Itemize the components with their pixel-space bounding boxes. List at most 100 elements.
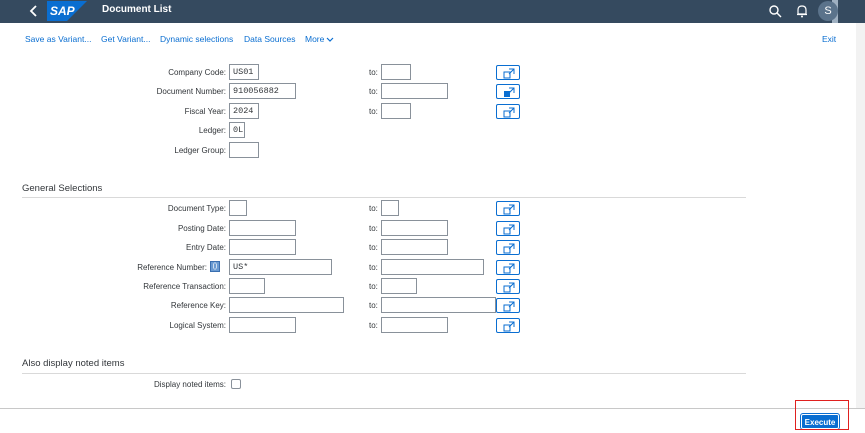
ledger-group-label: Ledger Group: bbox=[174, 146, 226, 155]
document-number-row: Document Number: bbox=[0, 83, 226, 99]
exit-button[interactable]: Exit bbox=[822, 34, 837, 44]
fiscal-year-row: Fiscal Year: bbox=[0, 103, 226, 119]
get-variant-button[interactable]: Get Variant... bbox=[101, 34, 151, 44]
document-number-label: Document Number: bbox=[156, 87, 226, 96]
multiple-selection-icon bbox=[503, 282, 515, 293]
sap-logo: SAP bbox=[47, 1, 87, 21]
document-type-to-input[interactable] bbox=[381, 200, 399, 216]
noted-items-title: Also display noted items bbox=[22, 358, 125, 369]
data-sources-button[interactable]: Data Sources bbox=[244, 34, 296, 44]
ledger-group-input[interactable] bbox=[229, 142, 259, 158]
company-code-from-input[interactable]: US01 bbox=[229, 64, 259, 80]
save-as-variant-button[interactable]: Save as Variant... bbox=[25, 34, 92, 44]
document-type-to-label: to: bbox=[369, 204, 378, 213]
logical-system-row: Logical System: bbox=[0, 317, 226, 333]
reference-transaction-from-input[interactable] bbox=[229, 278, 265, 294]
logical-system-to-label: to: bbox=[369, 321, 378, 330]
document-number-from-input[interactable]: 910056882 bbox=[229, 83, 296, 99]
chevron-down-icon bbox=[326, 37, 334, 42]
reference-number-to-input[interactable] bbox=[381, 259, 484, 275]
footer-divider bbox=[0, 408, 865, 409]
search-icon[interactable] bbox=[768, 4, 782, 18]
reference-key-multiple-selection-button[interactable] bbox=[496, 298, 520, 313]
multiple-selection-icon bbox=[503, 107, 515, 118]
logical-system-from-input[interactable] bbox=[229, 317, 296, 333]
reference-transaction-multiple-selection-button[interactable] bbox=[496, 279, 520, 294]
document-number-multiple-selection-button[interactable] bbox=[496, 84, 520, 99]
ledger-label: Ledger: bbox=[198, 126, 226, 135]
posting-date-row: Posting Date: bbox=[0, 220, 226, 236]
execute-highlight-box bbox=[795, 400, 849, 430]
back-icon[interactable] bbox=[27, 3, 41, 19]
reference-key-row: Reference Key: bbox=[0, 297, 226, 313]
posting-date-to-label: to: bbox=[369, 224, 378, 233]
entry-date-multiple-selection-button[interactable] bbox=[496, 240, 520, 255]
fiscal-year-to-input[interactable] bbox=[381, 103, 411, 119]
reference-key-to-label: to: bbox=[369, 301, 378, 310]
dynamic-selections-button[interactable]: Dynamic selections bbox=[160, 34, 234, 44]
logical-system-to-input[interactable] bbox=[381, 317, 448, 333]
noted-items-divider bbox=[22, 373, 746, 374]
page-title: Document List bbox=[102, 4, 172, 15]
sap-logo-text: SAP bbox=[50, 4, 76, 18]
reference-key-label: Reference Key: bbox=[170, 301, 226, 310]
document-type-from-input[interactable] bbox=[229, 200, 247, 216]
fiscal-year-from-input[interactable]: 2024 bbox=[229, 103, 259, 119]
multiple-selection-icon bbox=[503, 68, 515, 79]
company-code-to-label: to: bbox=[369, 68, 378, 77]
reference-transaction-to-input[interactable] bbox=[381, 278, 417, 294]
reference-transaction-label: Reference Transaction: bbox=[143, 282, 226, 291]
document-number-to-input[interactable] bbox=[381, 83, 448, 99]
reference-number-to-label: to: bbox=[369, 263, 378, 272]
more-label: More bbox=[305, 34, 325, 44]
ledger-group-row: Ledger Group: bbox=[0, 142, 226, 158]
posting-date-to-input[interactable] bbox=[381, 220, 448, 236]
selection-option-icon[interactable]: () bbox=[210, 261, 220, 272]
fiscal-year-multiple-selection-button[interactable] bbox=[496, 104, 520, 119]
avatar[interactable]: S bbox=[818, 1, 838, 21]
scrollbar[interactable] bbox=[856, 23, 865, 408]
company-code-multiple-selection-button[interactable] bbox=[496, 65, 520, 80]
entry-date-to-input[interactable] bbox=[381, 239, 448, 255]
entry-date-row: Entry Date: bbox=[0, 239, 226, 255]
multiple-selection-icon bbox=[503, 204, 515, 215]
ledger-row: Ledger: bbox=[0, 122, 226, 138]
more-button[interactable]: More bbox=[305, 34, 334, 44]
document-type-row: Document Type: bbox=[0, 200, 226, 216]
posting-date-multiple-selection-button[interactable] bbox=[496, 221, 520, 236]
reference-number-multiple-selection-button[interactable] bbox=[496, 260, 520, 275]
posting-date-label: Posting Date: bbox=[177, 224, 226, 233]
reference-number-from-input[interactable]: US* bbox=[229, 259, 332, 275]
company-code-to-input[interactable] bbox=[381, 64, 411, 80]
entry-date-from-input[interactable] bbox=[229, 239, 296, 255]
multiple-selection-icon bbox=[503, 321, 515, 332]
general-selections-divider bbox=[22, 197, 746, 198]
display-noted-items-label: Display noted items: bbox=[153, 380, 226, 389]
logical-system-label: Logical System: bbox=[169, 321, 226, 330]
execute-button[interactable]: Execute bbox=[800, 413, 840, 430]
entry-date-label: Entry Date: bbox=[185, 243, 226, 252]
fiscal-year-to-label: to: bbox=[369, 107, 378, 116]
multiple-selection-icon bbox=[503, 301, 515, 312]
multiple-selection-filled-icon bbox=[504, 87, 515, 97]
reference-key-from-input[interactable] bbox=[229, 297, 344, 313]
posting-date-from-input[interactable] bbox=[229, 220, 296, 236]
ledger-input[interactable]: 0L bbox=[229, 122, 245, 138]
multiple-selection-icon bbox=[503, 224, 515, 235]
reference-transaction-row: Reference Transaction: bbox=[0, 278, 226, 294]
document-type-label: Document Type: bbox=[167, 204, 226, 213]
entry-date-to-label: to: bbox=[369, 243, 378, 252]
document-number-to-label: to: bbox=[369, 87, 378, 96]
reference-key-to-input[interactable] bbox=[381, 297, 496, 313]
company-code-row: Company Code: bbox=[0, 64, 226, 80]
company-code-label: Company Code: bbox=[168, 68, 226, 77]
logical-system-multiple-selection-button[interactable] bbox=[496, 318, 520, 333]
display-noted-items-checkbox[interactable] bbox=[231, 379, 241, 389]
fiscal-year-label: Fiscal Year: bbox=[184, 107, 226, 116]
shell-bar: SAP Document List S bbox=[0, 0, 865, 23]
multiple-selection-icon bbox=[503, 243, 515, 254]
document-type-multiple-selection-button[interactable] bbox=[496, 201, 520, 216]
bell-icon[interactable] bbox=[795, 4, 809, 18]
reference-transaction-to-label: to: bbox=[369, 282, 378, 291]
multiple-selection-icon bbox=[503, 263, 515, 274]
